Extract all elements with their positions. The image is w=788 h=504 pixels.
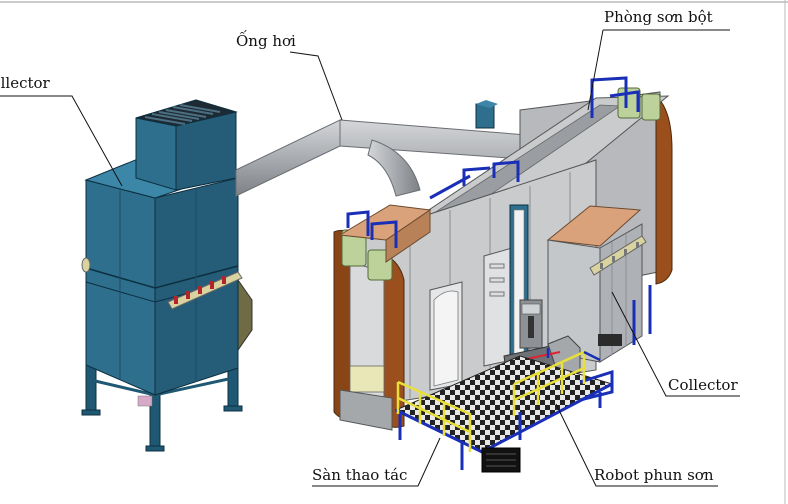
filter-cartridge-icon — [589, 235, 647, 276]
label-collector-group: Collector — [611, 291, 740, 397]
label-robot: Robot phun sơn — [594, 466, 714, 484]
label-booth: Phòng sơn bột — [604, 8, 713, 26]
label-platform-group: Sàn thao tác — [312, 437, 441, 487]
label-robot-group: Robot phun sơn — [555, 403, 718, 487]
label-platform: Sàn thao tác — [312, 466, 407, 484]
label-duct: Ống hơi — [236, 30, 296, 50]
label-dust-collector-group: Dust collector — [0, 74, 123, 187]
filter-cartridge-icon — [167, 271, 243, 310]
label-dust-collector: Dust collector — [0, 74, 51, 92]
label-booth-group: Phòng sơn bột — [587, 8, 730, 111]
dust-collector-unit — [81, 99, 253, 452]
label-collector: Collector — [668, 376, 738, 394]
operator-platform — [394, 348, 614, 473]
top-frame-rails — [346, 76, 640, 248]
label-duct-group: Ống hơi — [236, 30, 343, 121]
